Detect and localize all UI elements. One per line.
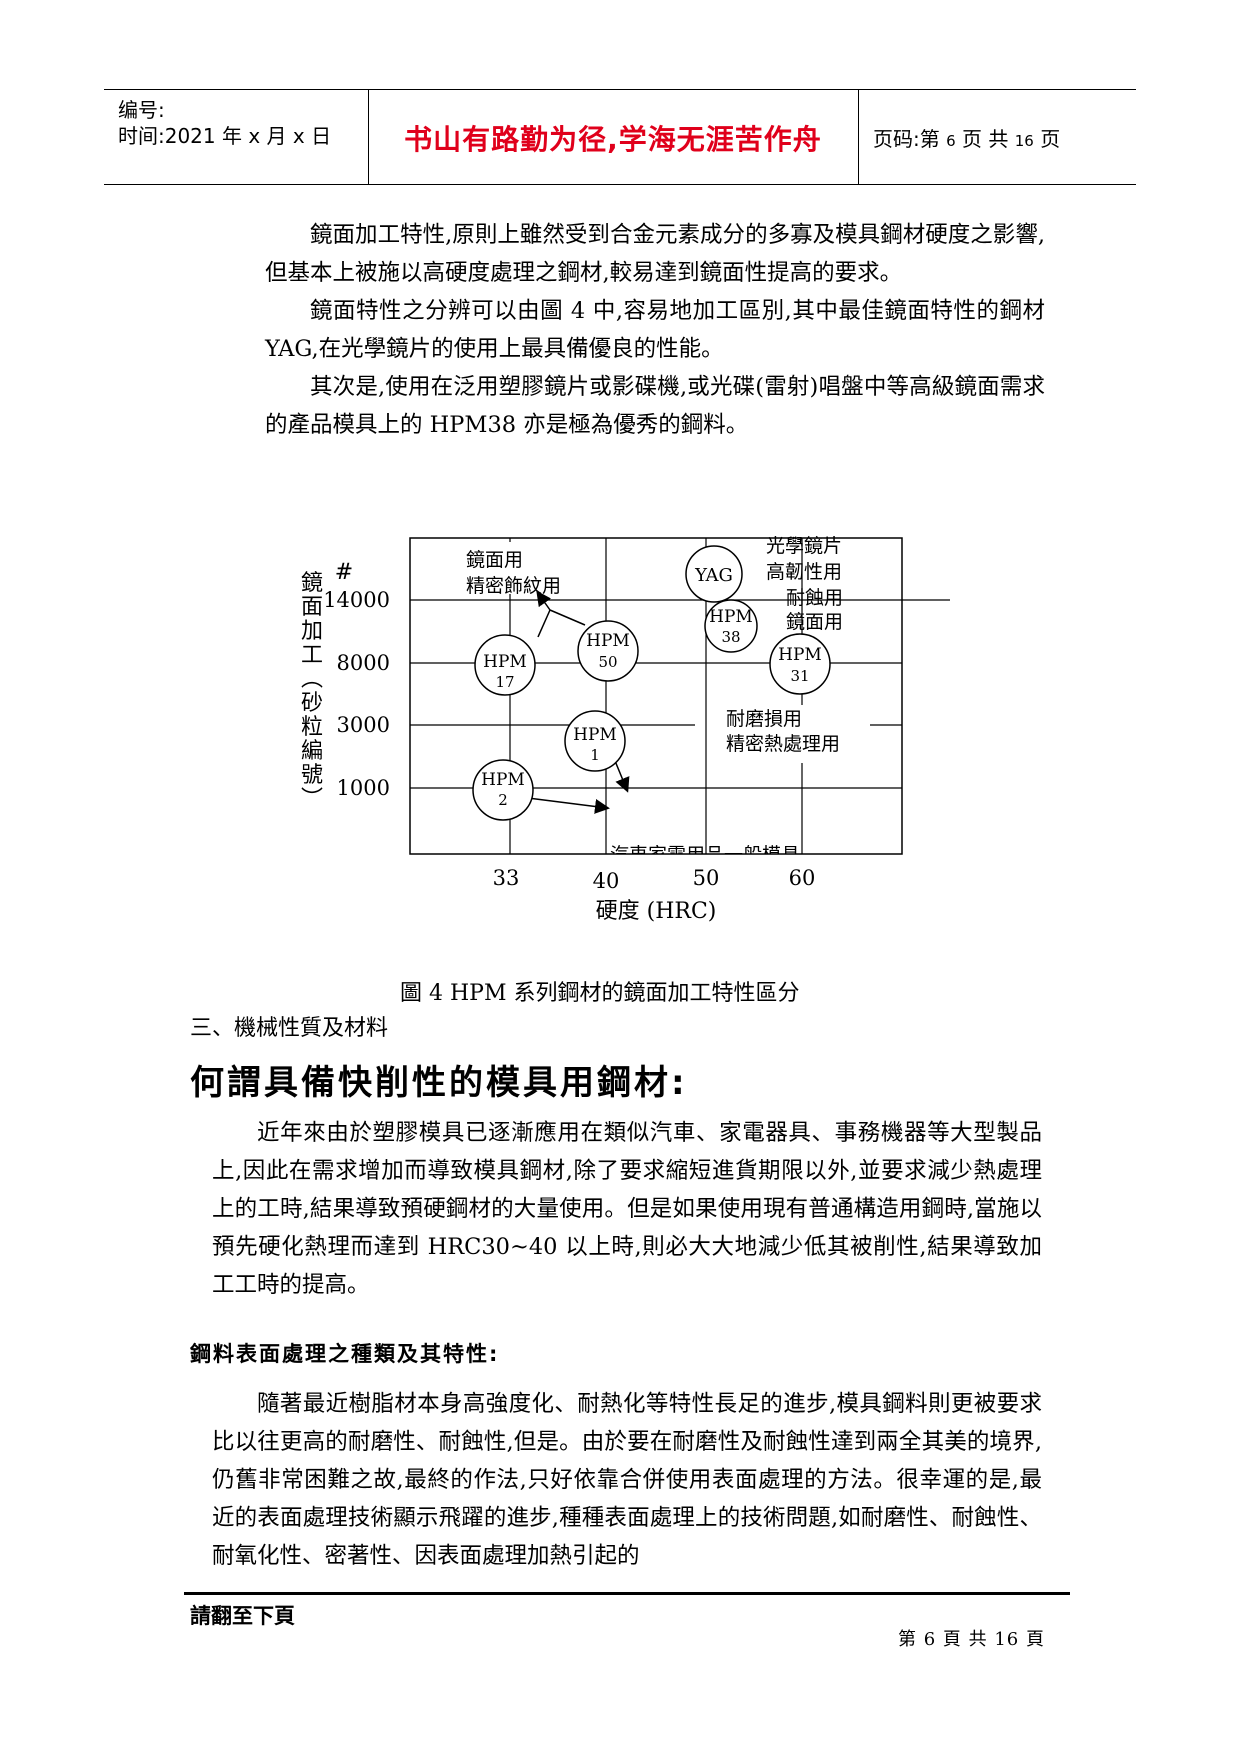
annot-optical-3: 耐蝕用 [786, 587, 843, 609]
annot-general: 汽車家電用品一般模具 [610, 844, 800, 866]
arrow-to-mirror [536, 590, 552, 611]
footer-page-number: 第 6 頁 共 16 頁 [898, 1629, 1045, 1650]
annot-optical-1: 光學鏡片 [766, 535, 842, 557]
annot-optical-4: 鏡面用 [786, 611, 843, 633]
svg-text:HPM: HPM [709, 607, 753, 627]
header-page-number: 页码:第 6 页 共 16 页 [873, 123, 1060, 152]
x-tick-33: 33 [493, 866, 520, 890]
figure-caption: 圖 4 HPM 系列鋼材的鏡面加工特性區分 [400, 981, 800, 1006]
y-tick-1000: 1000 [337, 776, 390, 800]
page-total: 16 [1014, 132, 1034, 150]
header-page-cell: 页码:第 6 页 共 16 页 [859, 90, 1136, 184]
x-tick-40: 40 [593, 869, 620, 893]
intro-paragraphs: 鏡面加工特性,原則上雖然受到合金元素成分的多寡及模具鋼材硬度之影響,但基本上被施… [265, 216, 1045, 444]
page-mid: 页 共 [962, 127, 1009, 151]
document-id-label: 编号: [118, 98, 165, 122]
main-heading: 何謂具備快削性的模具用鋼材: [190, 1063, 688, 1103]
svg-text:50: 50 [598, 653, 617, 671]
page-prefix: 页码:第 [873, 127, 940, 151]
steel-hpm31: HPM 31 [769, 633, 831, 695]
plot-frame [409, 537, 903, 855]
arrow-line-b [549, 609, 586, 626]
annot-mirror-1: 鏡面用 [466, 549, 523, 571]
body-paragraph-3: 隨著最近樹脂材本身高強度化、耐熱化等特性長足的進步,模具鋼料則更被要求比以往更高… [212, 1385, 1042, 1575]
annot-wear-1: 耐磨損用 [726, 708, 802, 730]
x-tick-60: 60 [789, 866, 816, 890]
annot-mirror-2: 精密飾紋用 [466, 575, 561, 597]
header-motto-cell: 书山有路勤为径,学海无涯苦作舟 [368, 90, 859, 184]
steel-hpm17: HPM 17 [474, 634, 536, 696]
steel-hpm2: HPM 2 [472, 759, 534, 821]
y-tick-14000: 14000 [323, 588, 390, 612]
y-axis-hash: # [335, 560, 353, 585]
document-time-label: 时间:2021 年 x 月 x 日 [118, 124, 332, 148]
header-motto: 书山有路勤为径,学海无涯苦作舟 [404, 123, 822, 156]
section-title-3: 三、機械性質及材料 [190, 1016, 389, 1041]
svg-text:31: 31 [790, 667, 809, 685]
x-axis-label: 硬度 (HRC) [596, 899, 717, 924]
sub-heading: 鋼料表面處理之種類及其特性: [190, 1342, 500, 1366]
steel-hpm1: HPM 1 [564, 710, 626, 772]
footer-turn-page-note: 請翻至下頁 [190, 1604, 295, 1628]
intro-paragraph-3: 其次是,使用在泛用塑膠鏡片或影碟機,或光碟(雷射)唱盤中等高級鏡面需求的產品模具… [265, 374, 1045, 438]
paragraph-2-text: 近年來由於塑膠模具已逐漸應用在類似汽車、家電器具、事務機器等大型製品上,因此在需… [212, 1120, 1042, 1298]
intro-paragraph-1: 鏡面加工特性,原則上雖然受到合金元素成分的多寡及模具鋼材硬度之影響,但基本上被施… [265, 222, 1045, 286]
header-left-cell: 编号: 时间:2021 年 x 月 x 日 [104, 90, 369, 184]
svg-text:1: 1 [590, 746, 600, 764]
intro-paragraph-2: 鏡面特性之分辨可以由圖 4 中,容易地加工區別,其中最佳鏡面特性的鋼材 YAG,… [265, 298, 1045, 362]
page-suffix: 页 [1040, 127, 1061, 151]
steel-hpm50: HPM 50 [577, 620, 639, 682]
y-tick-8000: 8000 [337, 651, 390, 675]
body-paragraph-2: 近年來由於塑膠模具已逐漸應用在類似汽車、家電器具、事務機器等大型製品上,因此在需… [212, 1114, 1042, 1304]
svg-text:HPM: HPM [573, 725, 617, 745]
x-tick-50: 50 [693, 866, 720, 890]
page-current: 6 [946, 132, 956, 150]
svg-text:HPM: HPM [481, 770, 525, 790]
svg-text:HPM: HPM [778, 645, 822, 665]
steel-yag: YAG [685, 545, 743, 603]
svg-text:17: 17 [495, 673, 514, 691]
svg-text:2: 2 [498, 791, 508, 809]
diagram-svg: 鏡面加工︵砂粒編號︶ # 14000 8000 3000 1000 33 40 … [301, 535, 950, 924]
svg-text:38: 38 [721, 628, 740, 646]
footer-divider [184, 1592, 1070, 1595]
y-tick-3000: 3000 [337, 713, 390, 737]
svg-text:HPM: HPM [586, 631, 630, 651]
annot-wear-2: 精密熱處理用 [726, 733, 840, 755]
header-table: 编号: 时间:2021 年 x 月 x 日 书山有路勤为径,学海无涯苦作舟 页码… [104, 89, 1136, 185]
steel-hpm38: HPM 38 [704, 599, 758, 653]
y-axis-label: 鏡面加工︵砂粒編號︶ [301, 571, 323, 812]
arrow-from-hpm2 [527, 797, 610, 814]
arrow-line-a [537, 609, 551, 638]
figure-4-diagram: 鏡面加工︵砂粒編號︶ # 14000 8000 3000 1000 33 40 … [270, 530, 970, 950]
paragraph-3-text: 隨著最近樹脂材本身高強度化、耐熱化等特性長足的進步,模具鋼料則更被要求比以往更高… [212, 1391, 1042, 1569]
annot-wear-bg [722, 705, 862, 763]
svg-text:HPM: HPM [483, 652, 527, 672]
svg-text:YAG: YAG [694, 565, 733, 586]
annot-mirror-bg [460, 542, 580, 594]
annot-optical-2: 高韌性用 [766, 561, 842, 583]
